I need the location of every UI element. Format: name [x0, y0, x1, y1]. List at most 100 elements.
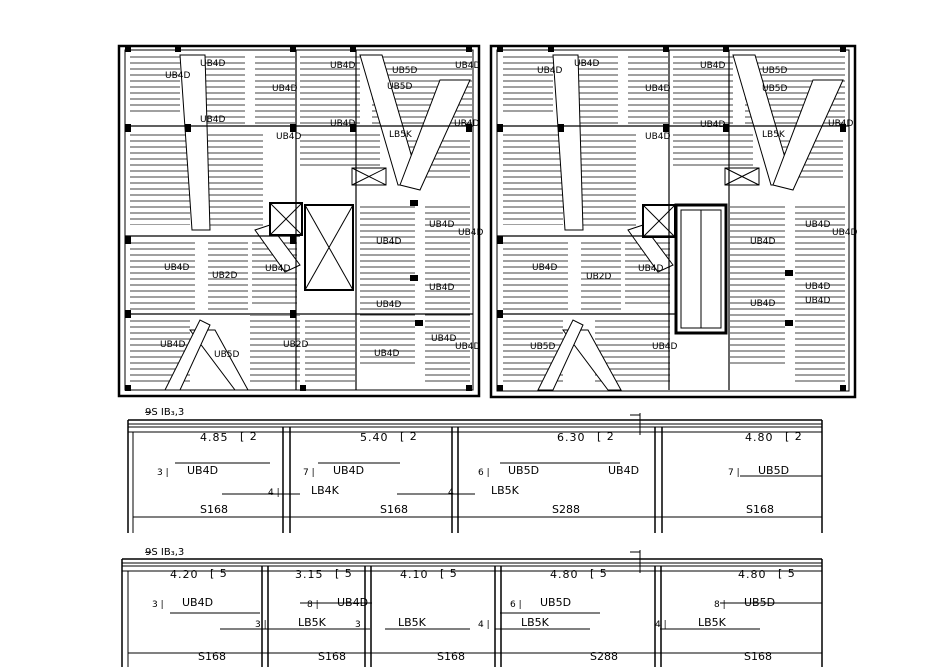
plan-beam-label: LB5K [762, 130, 785, 140]
plan-beam-label: UB4D [164, 263, 190, 273]
plan-beam-label: LB5K [389, 130, 412, 140]
section-title: 9̶S IB₃,3 [145, 547, 185, 558]
plan-beam-label: UB4D [431, 334, 457, 344]
plan-beam-label: UB5D [762, 84, 788, 94]
bar-count: 7 | [728, 468, 740, 478]
beam-section-2 [121, 550, 823, 667]
bottom-bar-label: LB5K [298, 616, 326, 629]
plan-beam-label: UB4D [638, 264, 664, 274]
plan-beam-label: UB4D [645, 132, 671, 142]
span-length: 4.80 [550, 568, 579, 581]
span-marker: [ 5 [335, 567, 353, 580]
plan-beam-label: UB5D [387, 82, 413, 92]
slab-label: S168 [744, 650, 772, 663]
span-marker: [ 5 [590, 567, 608, 580]
section-title: 9̶S IB₃,3 [145, 407, 185, 418]
plan-beam-label: UB4D [537, 66, 563, 76]
span-marker: [ 2 [400, 430, 418, 443]
plan-beam-label: UB4D [700, 120, 726, 130]
span-marker: [ 5 [210, 567, 228, 580]
beam-section-1 [127, 413, 823, 533]
floor-plan-drawing [117, 44, 857, 399]
span-length: 5.40 [360, 431, 389, 444]
slab-label: S168 [746, 503, 774, 516]
slab-label: S168 [437, 650, 465, 663]
slab-label: S288 [590, 650, 618, 663]
plan-beam-label: UB4D [265, 264, 291, 274]
plan-beam-label: UB4D [200, 59, 226, 69]
bottom-bar-label: LB4K [311, 484, 339, 497]
plan-beam-label: UB4D [165, 71, 191, 81]
bar-count: 8 | [714, 600, 726, 610]
right-floor-plan [489, 44, 857, 399]
slab-label: S288 [552, 503, 580, 516]
plan-beam-label: UB4D [828, 119, 854, 129]
bar-count: 8 | [307, 600, 319, 610]
bottom-bar-label: LB5K [698, 616, 726, 629]
bar-count: 7 | [303, 468, 315, 478]
plan-beam-label: UB4D [429, 283, 455, 293]
plan-beam-label: UB4D [429, 220, 455, 230]
span-length: 4.20 [170, 568, 199, 581]
plan-beam-label: UB4D [750, 299, 776, 309]
plan-beam-label: UB4D [750, 237, 776, 247]
top-bar-label: UB5D [540, 596, 572, 609]
bar-count: 6 | [478, 468, 490, 478]
plan-beam-label: UB4D [455, 61, 481, 71]
span-marker: [ 2 [240, 430, 258, 443]
plan-beam-label: UB4D [374, 349, 400, 359]
plan-beam-label: UB4D [376, 300, 402, 310]
plan-beam-label: UB4D [454, 119, 480, 129]
bottom-bar-label: LB5K [398, 616, 426, 629]
plan-beam-label: UB4D [805, 296, 831, 306]
span-length: 4.85 [200, 431, 229, 444]
plan-beam-label: UB4D [805, 220, 831, 230]
top-bar-label: UB4D [333, 464, 365, 477]
plan-beam-label: UB4D [574, 59, 600, 69]
plan-beam-label: UB4D [458, 228, 484, 238]
plan-beam-label: UB2D [586, 272, 612, 282]
span-marker: [ 5 [440, 567, 458, 580]
top-bar-label: UB4D [337, 596, 369, 609]
plan-beam-label: UB4D [805, 282, 831, 292]
plan-beam-label: UB4D [376, 237, 402, 247]
bar-count: 3 | [152, 600, 164, 610]
top-bar-label: UB5D [744, 596, 776, 609]
span-marker: [ 2 [785, 430, 803, 443]
bar-count: 4 | [268, 488, 280, 498]
slab-label: S168 [318, 650, 346, 663]
bar-count: 3 | [255, 620, 267, 630]
top-bar-label: UB5D [758, 464, 790, 477]
plan-beam-label: UB4D [455, 342, 481, 352]
span-length: 4.80 [745, 431, 774, 444]
top-bar-label: UB4D [187, 464, 219, 477]
bar-count: 4 | [478, 620, 490, 630]
plan-beam-label: UB5D [762, 66, 788, 76]
plan-beam-label: UB4D [700, 61, 726, 71]
bar-count: 4 | [448, 488, 460, 498]
plan-beam-label: UB4D [645, 84, 671, 94]
plan-beam-label: UB2D [283, 340, 309, 350]
slab-label: S168 [380, 503, 408, 516]
bar-count: 4 | [655, 620, 667, 630]
span-length: 4.10 [400, 568, 429, 581]
plan-beam-label: UB4D [330, 61, 356, 71]
plan-beam-label: UB5D [214, 350, 240, 360]
top-bar-label: UB4D [608, 464, 640, 477]
plan-beam-label: UB5D [392, 66, 418, 76]
span-marker: [ 2 [597, 430, 615, 443]
plan-beam-label: UB5D [530, 342, 556, 352]
span-marker: [ 5 [778, 567, 796, 580]
plan-beam-label: UB4D [832, 228, 858, 238]
plan-beam-label: UB4D [330, 119, 356, 129]
slab-label: S168 [198, 650, 226, 663]
left-floor-plan [117, 44, 481, 398]
span-length: 4.80 [738, 568, 767, 581]
plan-beam-label: UB4D [276, 132, 302, 142]
plan-beam-label: UB2D [212, 271, 238, 281]
span-length: 6.30 [557, 431, 586, 444]
plan-beam-label: UB4D [200, 115, 226, 125]
plan-beam-label: UB4D [652, 342, 678, 352]
plan-beam-label: UB4D [160, 340, 186, 350]
plan-beam-label: UB4D [272, 84, 298, 94]
